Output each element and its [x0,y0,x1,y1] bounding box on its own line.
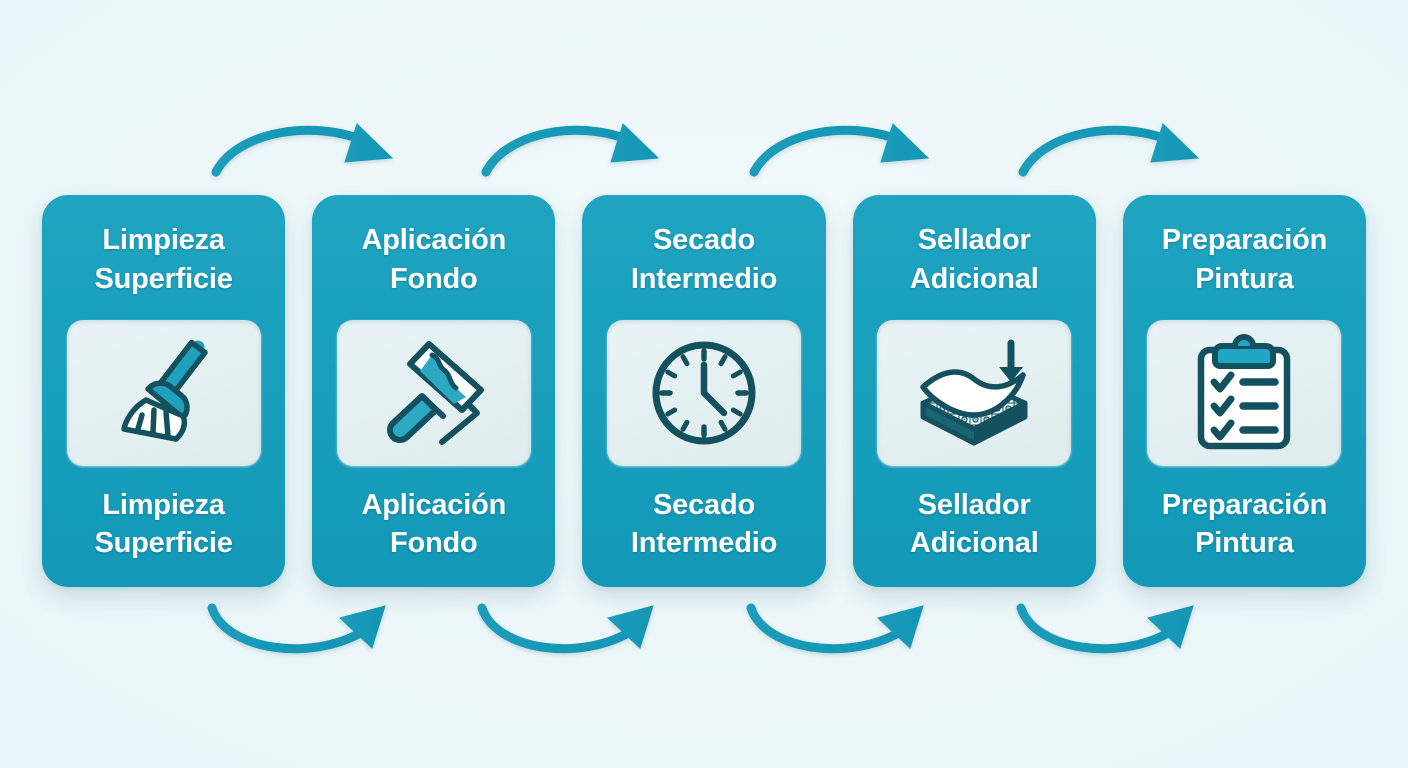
arrow-top-2 [481,123,660,177]
icon-tile-3 [607,320,801,466]
bottom-arrow-row [207,603,1194,654]
step-card-2[interactable]: Aplicación Fondo Aplicación Fondo [312,195,556,587]
top-arrow-row [211,123,1200,177]
icon-tile-2 [336,320,531,466]
arrow-bottom-2 [477,603,654,654]
icon-tile-1 [66,320,261,466]
step-caption-4: Sellador Adicional [909,488,1039,560]
process-steps-row: Limpieza Superficie Limpieza Superficie … [42,195,1367,587]
step-card-4[interactable]: Sellador Adicional [852,195,1096,587]
arrow-bottom-1 [207,603,386,654]
sealant-layers-icon [920,339,1028,446]
arrow-bottom-4 [1016,603,1194,654]
arrow-top-1 [211,123,394,177]
step-title-4: Sellador Adicional [909,224,1039,295]
arrow-top-3 [749,123,930,177]
arrow-top-4 [1018,123,1200,177]
clock-icon [652,341,756,445]
step-caption-3: Secado Intermedio [630,488,778,560]
step-caption-5: Preparación Pintura [1161,488,1328,560]
arrow-bottom-3 [746,603,924,654]
step-card-5[interactable]: Preparación Pintura [1122,195,1367,587]
paint-roller-icon [386,341,484,445]
step-title-5: Preparación Pintura [1161,224,1328,295]
clipboard-checklist-icon [1198,334,1291,450]
step-caption-2: Aplicación Fondo [361,488,507,560]
step-caption-1: Limpieza Superficie [94,488,233,560]
step-title-3: Secado Intermedio [630,224,778,295]
broom-icon [120,339,208,442]
step-card-1[interactable]: Limpieza Superficie Limpieza Superficie [42,195,286,587]
icon-tile-5 [1147,320,1342,466]
icon-tile-4 [877,320,1072,466]
step-title-2: Aplicación Fondo [361,224,507,295]
step-title-1: Limpieza Superficie [94,224,233,295]
step-card-3[interactable]: Secado Intermedio [582,195,826,587]
